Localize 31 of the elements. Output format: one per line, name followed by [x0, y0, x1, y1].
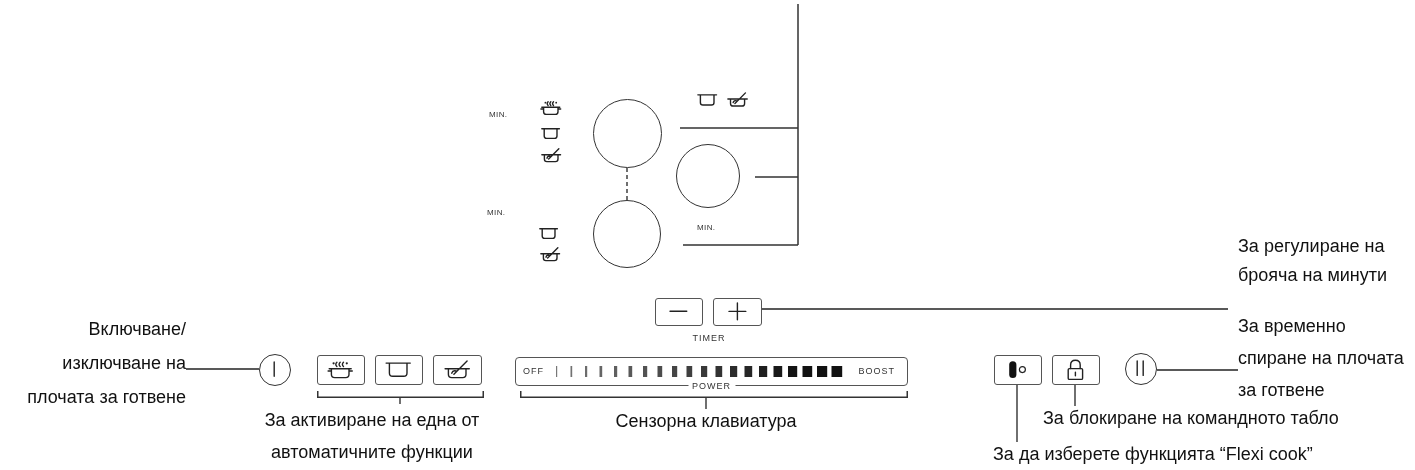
annotation-text: За временно спиране на плочата за готвене [1238, 310, 1410, 406]
touch-button [375, 355, 423, 385]
zone-caption: MIN. [489, 110, 508, 120]
annotation-text: Включване/ изключване на плочата за готвене [10, 312, 186, 414]
leader-line [185, 368, 260, 370]
touch-button [317, 355, 365, 385]
scale-label: BOOST [858, 366, 895, 376]
leader-line [1074, 384, 1076, 407]
dashed-line [626, 167, 628, 201]
bracket [520, 391, 908, 398]
slider-caption: POWER [688, 381, 735, 391]
zone-caption: MIN. [697, 223, 716, 233]
touch-button [1052, 355, 1100, 385]
annotation-text: За регулиране на брояча на минути [1228, 232, 1403, 310]
touch-button [433, 355, 482, 385]
leader-line [399, 397, 401, 405]
annotation-text: За активиране на една от автоматичните функции [256, 404, 488, 468]
touch-button [713, 298, 762, 326]
annotation-text: За да изберете функцията “Flexi cook” [993, 442, 1373, 466]
bracket [317, 391, 484, 398]
annotation-text: Сензорна клавиатура [606, 409, 806, 433]
leader-line [705, 397, 707, 410]
timer-caption: TIMER [692, 333, 726, 343]
touch-button [994, 355, 1042, 385]
touch-button [655, 298, 703, 326]
leader-line [761, 308, 1229, 310]
scale-label: OFF [523, 366, 544, 376]
zone-caption: MIN. [487, 208, 506, 218]
leader-line [1156, 369, 1239, 371]
annotation-text: За блокиране на командното табло [1043, 406, 1383, 430]
leader-line [1016, 384, 1018, 443]
